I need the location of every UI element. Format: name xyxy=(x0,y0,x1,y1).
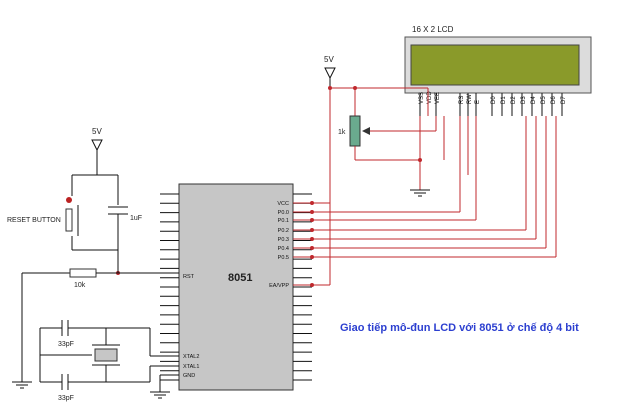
mcu-right-pin-label: VCC xyxy=(277,201,289,207)
junction-dot xyxy=(310,255,314,259)
lcd-pin-label: E xyxy=(475,100,481,104)
junction-dot xyxy=(310,228,314,232)
lcd-pin-label: D6 xyxy=(551,96,557,104)
cap2-label: 33pF xyxy=(58,395,74,402)
lcd-pin-label: D1 xyxy=(501,96,507,104)
lcd-pin-label: RS xyxy=(459,96,465,104)
mcu-left-pin-label: XTAL2 xyxy=(183,354,199,360)
mcu-right-pin-label: P0.0 xyxy=(278,210,289,216)
lcd-pin-label: VDD xyxy=(427,91,433,104)
vcc-lcd-arrow xyxy=(324,67,336,80)
mcu-right-pin-label: P0.2 xyxy=(278,228,289,234)
resistor-label: 10k xyxy=(74,282,86,289)
lcd-title: 16 X 2 LCD xyxy=(412,25,454,34)
cap1-label: 33pF xyxy=(58,341,74,348)
lcd-pin-label: D0 xyxy=(491,96,497,104)
vcc-reset-arrow xyxy=(91,139,103,152)
reset-button xyxy=(65,208,73,232)
pot-wiper-icon xyxy=(362,127,370,135)
mcu-left-pin-label: GND xyxy=(183,373,195,379)
lcd-pin-label: D5 xyxy=(541,96,547,104)
junction-dot xyxy=(310,218,314,222)
mcu-right-pin-label: P0.5 xyxy=(278,255,289,261)
junction-dot xyxy=(418,158,422,162)
junction-dot xyxy=(310,237,314,241)
mcu-name: 8051 xyxy=(228,272,252,284)
mcu-right-pin-label: P0.1 xyxy=(278,218,289,224)
lcd-pin-label: VSS xyxy=(419,92,425,104)
lcd-pin-label: D4 xyxy=(531,96,537,104)
junction-dot xyxy=(310,210,314,214)
mcu-left-pin-label: RST xyxy=(183,274,195,280)
reset-cap-label: 1uF xyxy=(130,215,142,222)
lcd-pin-label: D7 xyxy=(561,96,567,104)
potentiometer xyxy=(349,115,361,147)
mcu-8051 xyxy=(178,183,294,391)
pot-label: 1k xyxy=(338,129,346,136)
junction-dot xyxy=(310,201,314,205)
vcc-reset-label: 5V xyxy=(92,127,102,136)
junction-dot xyxy=(328,86,332,90)
junction-dot xyxy=(310,283,314,287)
lcd-screen xyxy=(410,44,580,86)
mcu-right-pin-label: P0.4 xyxy=(278,246,289,252)
caption: Giao tiếp mô-đun LCD với 8051 ở chế độ 4… xyxy=(340,322,579,334)
resistor-10k xyxy=(69,268,97,278)
reset-button-icon xyxy=(66,197,72,203)
mcu-right-pin-label: P0.3 xyxy=(278,237,289,243)
junction-dot xyxy=(310,246,314,250)
lcd-pin-label: D3 xyxy=(521,96,527,104)
vcc-lcd-label: 5V xyxy=(324,55,334,64)
mcu-left-pin-label: XTAL1 xyxy=(183,364,199,370)
lcd-pin-label: D2 xyxy=(511,96,517,104)
lcd-pin-label: VEE xyxy=(435,92,441,104)
lcd-pin-label: RW xyxy=(467,94,473,104)
junction-dot xyxy=(353,86,357,90)
mcu-right-pin-label: EA/VPP xyxy=(269,283,289,289)
reset-button-label: RESET BUTTON xyxy=(7,217,61,224)
